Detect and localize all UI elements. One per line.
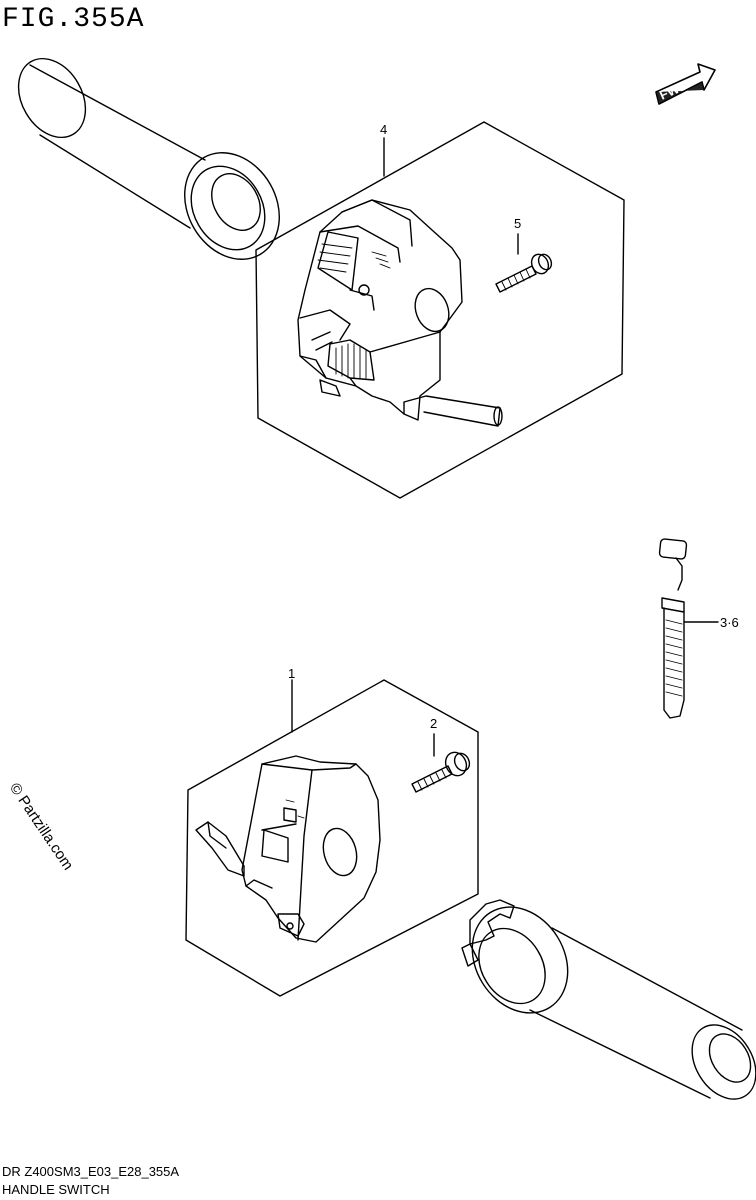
- left-grip: [17, 57, 280, 260]
- diagram-name: HANDLE SWITCH: [2, 1182, 110, 1197]
- assembly-frame-bottom: [185, 679, 479, 997]
- callout-3-6: 3·6: [720, 615, 739, 630]
- fig-title: FIG.355A: [2, 4, 145, 35]
- callout-1-group: 1: [288, 666, 295, 733]
- cable-tie: 3·6: [658, 538, 739, 719]
- callout-4-group: 4: [380, 122, 387, 177]
- fwd-arrow-icon: FWD: [655, 63, 716, 105]
- diagram-code: DR Z400SM3_E03_E28_355A: [2, 1164, 180, 1179]
- callout-5: 5: [514, 216, 521, 231]
- left-handle-switch: [297, 199, 503, 427]
- right-handle-switch: [195, 755, 381, 943]
- fwd-label: FWD: [657, 77, 690, 103]
- callout-1: 1: [288, 666, 295, 681]
- screw-5: 5: [495, 216, 553, 293]
- screw-2: 2: [411, 716, 471, 793]
- callout-4: 4: [380, 122, 387, 137]
- callout-2: 2: [430, 716, 437, 731]
- right-grip: [461, 899, 756, 1100]
- assembly-frame-top: [255, 121, 625, 499]
